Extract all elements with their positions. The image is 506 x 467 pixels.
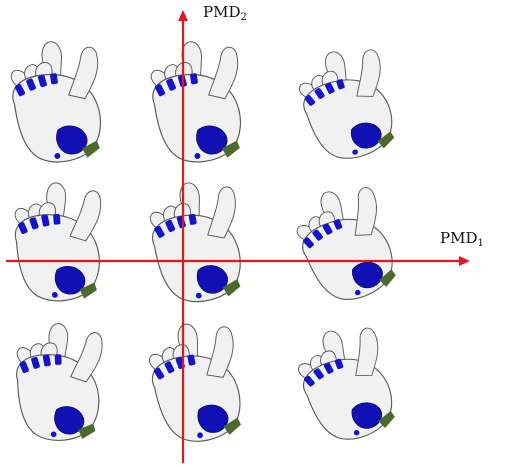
x-axis-label: PMD1 — [440, 229, 484, 249]
robot-hand-r2-c3 — [285, 175, 409, 312]
robot-hand-r1-c2 — [145, 35, 252, 168]
y-axis-label: PMD2 — [203, 3, 247, 23]
x-axis-arrowhead — [459, 256, 470, 266]
robot-hand-r3-c1 — [14, 321, 107, 443]
robot-hand-r2-c1 — [11, 179, 108, 305]
robot-hand-r2-c2 — [143, 174, 253, 309]
robot-hand-r3-c2 — [141, 314, 253, 450]
hand-grid — [5, 35, 409, 451]
y-axis-arrowhead — [178, 10, 188, 21]
robot-hand-r1-c1 — [5, 35, 112, 168]
robot-hand-r3-c3 — [287, 316, 408, 451]
robot-hand-r1-c3 — [289, 38, 407, 170]
